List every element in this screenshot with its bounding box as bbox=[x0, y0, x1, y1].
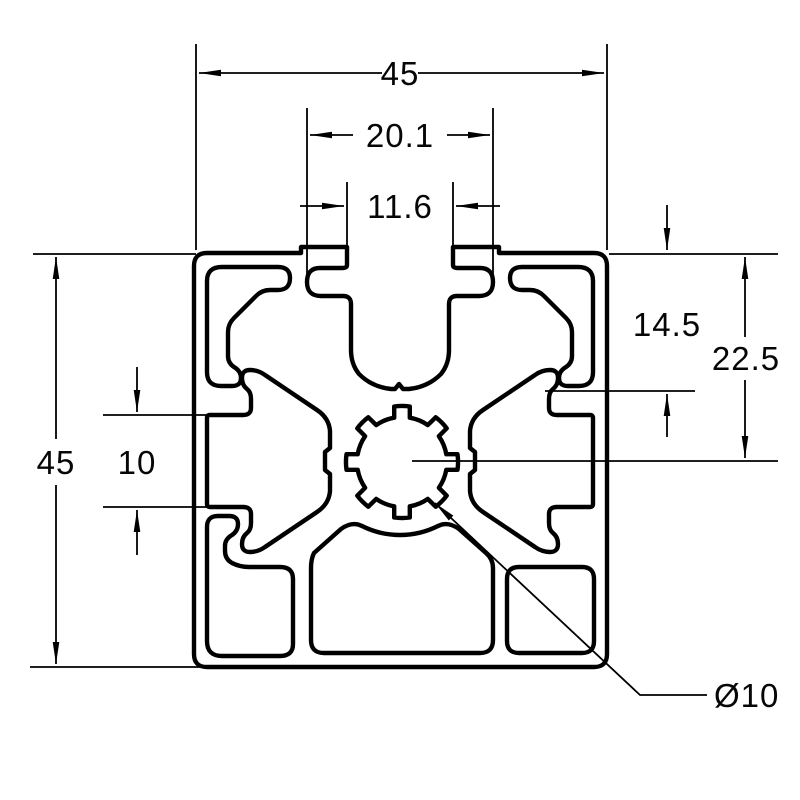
dim-center-from-top-label: 22.5 bbox=[712, 340, 780, 377]
dim-overall-height-label: 45 bbox=[37, 444, 76, 481]
dim-overall-width-label: 45 bbox=[381, 55, 420, 92]
cavity-middle-left bbox=[204, 367, 333, 555]
dim-side-pocket-label: 10 bbox=[118, 444, 157, 481]
leader-bore bbox=[434, 502, 707, 696]
cavity-top-left bbox=[204, 264, 293, 389]
cavity-bottom-center bbox=[308, 521, 496, 656]
dimension-annotations: 45 20.1 11.6 14.5 22.5 45 10 Ø10 bbox=[30, 44, 780, 714]
cavity-middle-right bbox=[467, 367, 596, 555]
profile-outline bbox=[191, 244, 610, 670]
profile-geometry bbox=[191, 244, 610, 670]
dimension-labels: 45 20.1 11.6 14.5 22.5 45 10 Ø10 bbox=[37, 55, 780, 714]
dim-slot-inner-width-label: 20.1 bbox=[366, 117, 434, 154]
center-bore-gear bbox=[343, 403, 461, 521]
dim-slot-depth-label: 14.5 bbox=[633, 306, 701, 343]
dim-slot-opening-label: 11.6 bbox=[367, 188, 433, 225]
cavity-top-right bbox=[507, 264, 596, 389]
cavity-bottom-right bbox=[504, 564, 597, 656]
extension-lines bbox=[30, 44, 778, 668]
cavity-bottom-left bbox=[204, 513, 296, 659]
dim-center-bore-label: Ø10 bbox=[714, 677, 779, 714]
dimension-arrows bbox=[52, 69, 749, 696]
